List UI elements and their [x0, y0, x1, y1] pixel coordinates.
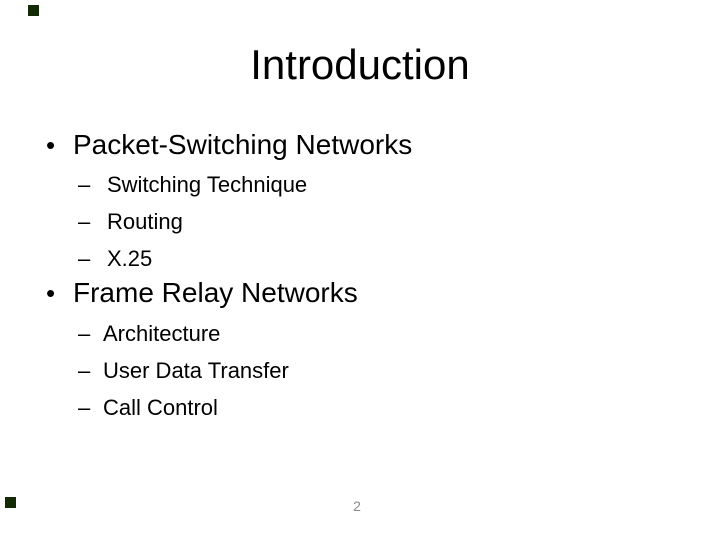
list-item-label: Switching Technique: [107, 172, 308, 197]
list-item: – X.25: [78, 240, 307, 277]
dash-bullet-icon: –: [78, 246, 91, 271]
bullet-dot-icon: •: [46, 130, 56, 160]
list-item-label: Routing: [107, 209, 183, 234]
bullet-item-packet-switching: • Packet-Switching Networks: [46, 128, 412, 162]
bullet-item-frame-relay: • Frame Relay Networks: [46, 276, 358, 310]
corner-marker-icon: [28, 5, 39, 16]
list-item-label: User Data Transfer: [103, 358, 289, 383]
corner-marker-icon: [5, 497, 16, 508]
bullet-dot-icon: •: [46, 278, 56, 308]
dash-bullet-icon: –: [78, 209, 91, 234]
list-item: – Routing: [78, 203, 307, 240]
dash-bullet-icon: –: [78, 358, 91, 383]
slide-title: Introduction: [250, 41, 470, 88]
sub-bullet-list: – Architecture – User Data Transfer – Ca…: [78, 315, 289, 426]
list-item: – Switching Technique: [78, 166, 307, 203]
list-item: – Architecture: [78, 315, 289, 352]
bullet-item-label: Frame Relay Networks: [73, 277, 358, 308]
list-item-label: Architecture: [103, 321, 221, 346]
list-item-label: X.25: [107, 246, 153, 271]
bullet-item-label: Packet-Switching Networks: [73, 129, 413, 160]
dash-bullet-icon: –: [78, 395, 91, 420]
list-item-label: Call Control: [103, 395, 218, 420]
dash-bullet-icon: –: [78, 321, 91, 346]
sub-bullet-list: – Switching Technique – Routing – X.25: [78, 166, 307, 277]
page-number: 2: [353, 498, 361, 514]
list-item: – Call Control: [78, 389, 289, 426]
list-item: – User Data Transfer: [78, 352, 289, 389]
dash-bullet-icon: –: [78, 172, 91, 197]
